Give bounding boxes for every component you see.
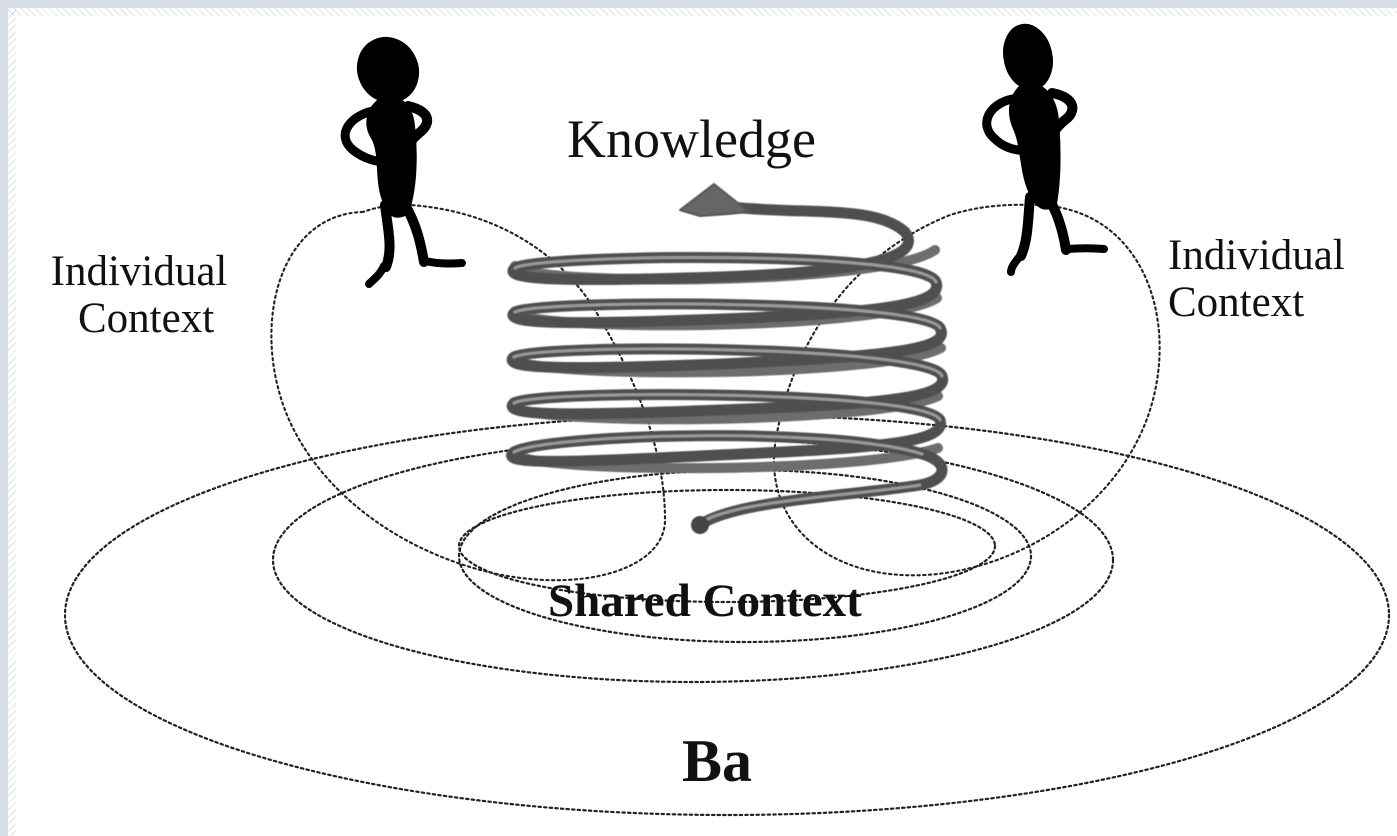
spiral-start-cap bbox=[691, 516, 709, 534]
spiral-highlight-strands bbox=[512, 256, 944, 525]
knowledge-label: Knowledge bbox=[567, 109, 816, 169]
left-individual-label: Individual bbox=[50, 248, 228, 295]
knowledge-spiral bbox=[506, 183, 949, 534]
spiral-back-strands bbox=[507, 245, 946, 474]
individual-context-loops bbox=[270, 203, 1161, 582]
right-individual-context-loop bbox=[772, 203, 1161, 577]
right-individual-context-label: Individual Context bbox=[1168, 234, 1397, 324]
right-person-icon bbox=[982, 23, 1108, 276]
left-context-label: Context bbox=[78, 295, 215, 342]
left-individual-context-loop bbox=[270, 203, 667, 582]
right-context-label: Context bbox=[1168, 279, 1305, 326]
knowledge-arrow-head bbox=[679, 183, 750, 217]
ba-label: Ba bbox=[682, 728, 753, 794]
right-individual-label: Individual bbox=[1168, 232, 1345, 279]
shared-context-label: Shared Context bbox=[548, 575, 862, 627]
left-person-icon bbox=[340, 37, 466, 288]
shared-context-ring bbox=[457, 488, 997, 604]
left-individual-context-label: Individual Context bbox=[20, 250, 258, 340]
